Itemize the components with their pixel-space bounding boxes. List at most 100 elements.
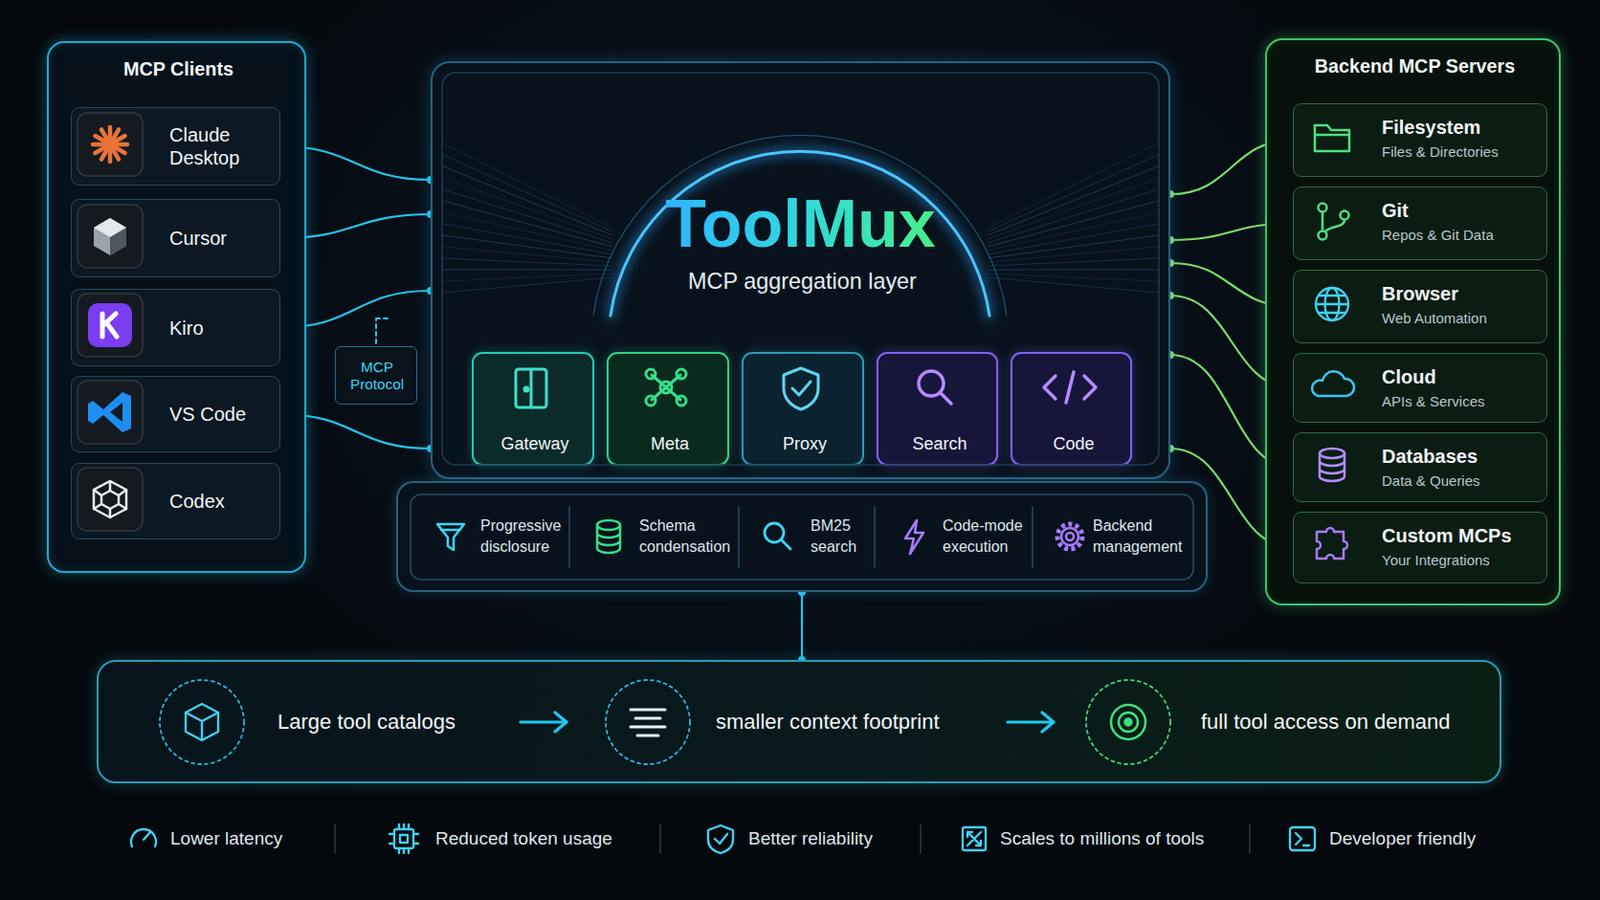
- node-text: full tool access on demand: [1200, 709, 1494, 734]
- server-box: BrowserWeb Automation: [1292, 269, 1548, 344]
- streak: [987, 269, 1158, 271]
- streak: [987, 200, 1158, 247]
- node-text: Web Automation: [1381, 310, 1545, 328]
- node-title: Search: [878, 434, 1001, 456]
- node-text: Data & Queries: [1381, 472, 1545, 490]
- streak: [987, 212, 1158, 251]
- light-streaks: [443, 143, 1158, 293]
- node-text: Your Integrations: [1381, 552, 1545, 570]
- node-title: ToolMux: [665, 183, 936, 265]
- module-box: Meta: [606, 352, 730, 467]
- cursor-logo: [93, 218, 127, 256]
- streak: [987, 143, 1158, 228]
- streak: [987, 189, 1158, 244]
- node-title: Cloud: [1381, 365, 1545, 389]
- streak: [443, 200, 613, 247]
- search-icon: [918, 371, 952, 404]
- gateway-icon: [515, 369, 547, 408]
- node-text: Schema condensation: [639, 515, 745, 557]
- streak: [987, 177, 1158, 240]
- node-text: Backend management: [1092, 515, 1197, 557]
- arc-glow: [610, 151, 990, 316]
- strip-inner: [410, 494, 1194, 580]
- node-title: Proxy: [743, 434, 867, 456]
- node-title: VS Code: [169, 402, 277, 426]
- arc-outer: [593, 134, 1007, 316]
- node-title: Codex: [169, 489, 277, 513]
- streak: [443, 155, 613, 232]
- inner-frame: [442, 72, 1159, 466]
- git-icon: [1318, 203, 1350, 241]
- node-title: Progressive disclosure: [480, 515, 577, 557]
- node-title: Backend MCP Servers: [1266, 55, 1563, 79]
- server-box: CloudAPIs & Services: [1292, 353, 1548, 423]
- streak: [443, 258, 613, 267]
- node-title: MCP Clients: [48, 58, 309, 82]
- benefit-icons: [131, 824, 1315, 854]
- streak: [443, 143, 613, 228]
- bm25-icon: [764, 523, 791, 550]
- streak: [987, 166, 1158, 236]
- folder-icon: [1314, 125, 1350, 152]
- node-title: Git: [1381, 199, 1545, 223]
- globe-icon: [1315, 288, 1349, 321]
- vscode-logo: [88, 392, 132, 433]
- feature-strip: Progressive disclosure Schema condensatio…: [396, 481, 1208, 593]
- database-icon: [597, 520, 621, 554]
- node-title: Custom MCPs: [1381, 524, 1545, 548]
- target-icon: [1111, 705, 1146, 740]
- streak: [443, 269, 613, 271]
- server-box: GitRepos & Git Data: [1292, 186, 1548, 261]
- streak: [443, 177, 613, 240]
- streak: [443, 166, 613, 236]
- protocol-tag: MCP Protocol: [334, 346, 418, 405]
- puzzle-icon: [1316, 528, 1348, 559]
- code-icon: [1044, 372, 1096, 403]
- node-title: Large tool catalogs: [277, 709, 517, 734]
- node-title: Gateway: [473, 434, 597, 456]
- benefit-label: Reduced token usage: [435, 828, 613, 851]
- client-icon-tiles: [77, 112, 143, 532]
- separators: [334, 824, 1250, 854]
- server-box: DatabasesData & Queries: [1292, 432, 1548, 503]
- funnel-icon: [437, 524, 465, 551]
- strip-dividers: [569, 507, 1033, 568]
- node-text: Code-mode execution: [942, 515, 1039, 557]
- codex-logo: [93, 481, 127, 518]
- node-title: Code: [1012, 434, 1135, 456]
- streak: [987, 258, 1158, 267]
- claude-logo: [92, 127, 128, 162]
- flow-arrows: [520, 712, 1054, 733]
- node-text: BM25 search: [810, 515, 874, 557]
- node-title: MCP Protocol: [338, 357, 416, 394]
- module-box: Search: [876, 352, 999, 467]
- node-title: Meta: [608, 434, 732, 456]
- node-title: Claude Desktop: [169, 123, 277, 170]
- proxy-icon: [783, 368, 819, 410]
- condense-icon: [630, 710, 666, 736]
- connector: [800, 592, 803, 661]
- node-text: MCP aggregation layer: [432, 267, 1173, 295]
- node-title: Browser: [1381, 282, 1545, 306]
- database-icon: [1319, 448, 1345, 482]
- protocol-leader: [376, 318, 388, 344]
- node-text: Repos & Git Data: [1381, 226, 1545, 245]
- streak: [443, 277, 613, 293]
- cube-icon: [185, 704, 219, 741]
- node-text: smaller context footprint: [715, 709, 1003, 734]
- benefit-band: Large tool catalogs smaller context footp…: [96, 660, 1502, 784]
- benefit-label: Scales to millions of tools: [1000, 828, 1204, 851]
- cloud-icon: [1311, 371, 1355, 397]
- gear-icon: [1057, 524, 1083, 550]
- meta-icon: [645, 369, 687, 406]
- benefit-label: Lower latency: [170, 828, 283, 851]
- server-box: Custom MCPsYour Integrations: [1292, 511, 1548, 584]
- node-text: Files & Directories: [1381, 143, 1545, 161]
- node-title: Databases: [1381, 444, 1545, 468]
- aggregation-panel: ToolMuxMCP aggregation layerGateway Meta P…: [430, 61, 1171, 480]
- node-text: APIs & Services: [1381, 393, 1545, 411]
- module-box: Code: [1010, 352, 1133, 467]
- arc: [610, 151, 990, 316]
- streak: [987, 155, 1158, 232]
